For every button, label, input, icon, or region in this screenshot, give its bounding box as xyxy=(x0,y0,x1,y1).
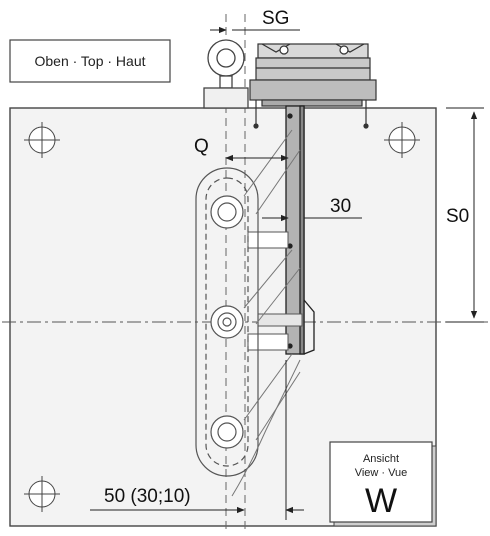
orientation-label: Oben · Top · Haut xyxy=(34,53,145,69)
mounting-hole-bottom-left xyxy=(24,476,60,512)
thirty-label: 30 xyxy=(330,196,351,217)
fifty-label: 50 (30;10) xyxy=(104,486,191,507)
pivot-link xyxy=(195,167,259,477)
view-box xyxy=(329,441,433,523)
view-letter: W xyxy=(365,482,397,520)
q-label: Q xyxy=(194,136,209,157)
linkage-arms xyxy=(231,129,301,497)
gripper-head xyxy=(249,43,377,129)
s0-label: S0 xyxy=(446,206,469,227)
lifting-eye xyxy=(203,39,249,109)
mounting-hole-top-left xyxy=(24,122,60,158)
dimension-50 xyxy=(90,360,304,520)
sg-label: SG xyxy=(262,8,289,29)
mounting-hole-top-right xyxy=(384,122,420,158)
gripper-finger xyxy=(285,105,315,355)
orientation-box xyxy=(9,39,171,83)
view-label-line2: View · Vue xyxy=(355,467,408,479)
view-label-line1: Ansicht xyxy=(363,453,399,465)
dimension-s0 xyxy=(446,107,484,323)
